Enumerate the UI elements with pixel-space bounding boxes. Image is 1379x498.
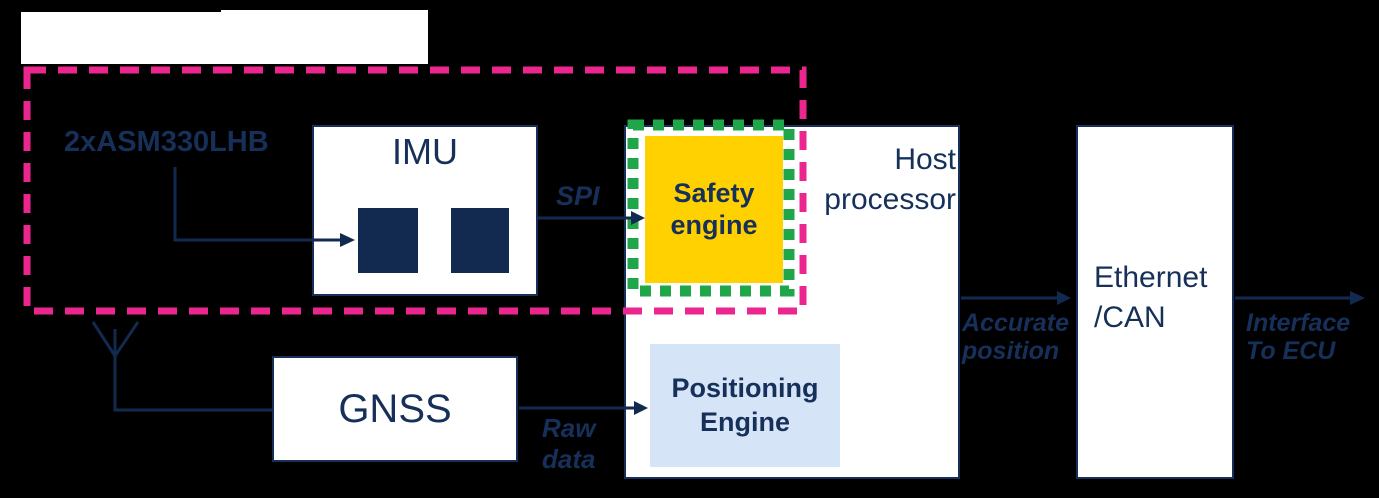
gnss-block-label: GNSS: [338, 386, 452, 431]
raw-data-label: Raw data: [542, 413, 596, 474]
connector-ethernet-to-ecu: [1235, 291, 1365, 305]
sensor-part-number-label: 2xASM330LHB: [64, 126, 269, 158]
gnss-block: GNSS: [272, 356, 518, 462]
ethernet-can-label: Ethernet /CAN: [1094, 261, 1208, 334]
antenna-icon: [91, 321, 272, 412]
connector-host-to-ethernet: [961, 291, 1071, 305]
host-processor-label: Host processor: [824, 143, 956, 216]
spi-bus-label: SPI: [556, 181, 600, 211]
safety-engine-label: Safety engine: [670, 177, 758, 240]
accurate-position-label: Accurate position: [962, 309, 1069, 365]
positioning-engine-label: Positioning Engine: [671, 372, 819, 437]
safety-engine-block: Safety engine: [645, 136, 783, 283]
title-mask-left: [21, 12, 221, 64]
title-mask-right: [221, 10, 428, 64]
imu-sensor-die-icon: [358, 208, 418, 273]
ethernet-can-block: [1076, 125, 1234, 479]
positioning-engine-block: Positioning Engine: [650, 344, 840, 467]
interface-to-ecu-label: Interface To ECU: [1246, 309, 1351, 365]
imu-sensor-die-icon: [451, 208, 509, 273]
imu-block-label: IMU: [392, 131, 458, 172]
